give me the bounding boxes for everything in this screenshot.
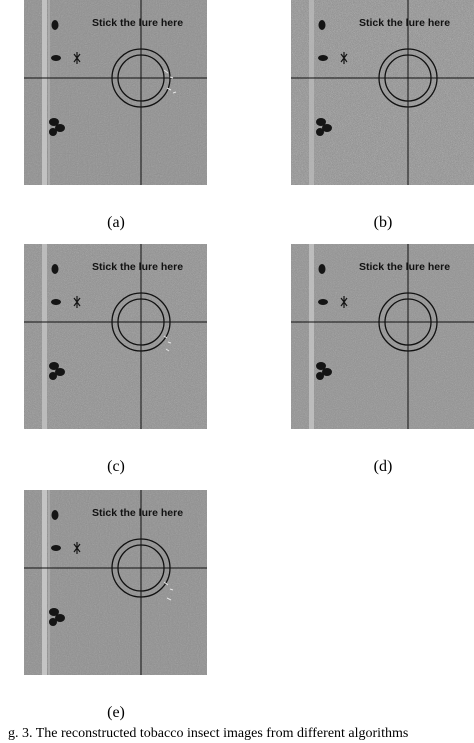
panel-c-image: Stick the lure here [24,244,207,429]
panel-e-overlay [24,490,207,675]
panel-c-text: Stick the lure here [92,261,184,273]
panel-a-text: Stick the lure here [92,17,184,29]
panel-c-label: (c) [107,458,125,475]
panel-b-text: Stick the lure here [359,17,451,29]
panel-a-overlay [24,0,207,185]
panel-c-overlay [24,244,207,429]
panel-b-image: Stick the lure here [291,0,474,185]
panel-e-label: (e) [107,704,125,721]
panel-e-text: Stick the lure here [92,507,184,519]
panel-a-image: Stick the lure here [24,0,207,185]
figure-caption: g. 3. The reconstructed tobacco insect i… [8,726,409,741]
panel-a-label: (a) [107,214,125,231]
panel-d-overlay [291,244,474,429]
panel-d-label: (d) [373,458,393,475]
panel-b-label: (b) [373,214,393,231]
panel-d-image: Stick the lure here [291,244,474,429]
panel-b-noise [291,0,474,185]
panel-b-overlay [291,0,474,185]
panel-d-text: Stick the lure here [359,261,451,273]
panel-e-image: Stick the lure here [24,490,207,675]
